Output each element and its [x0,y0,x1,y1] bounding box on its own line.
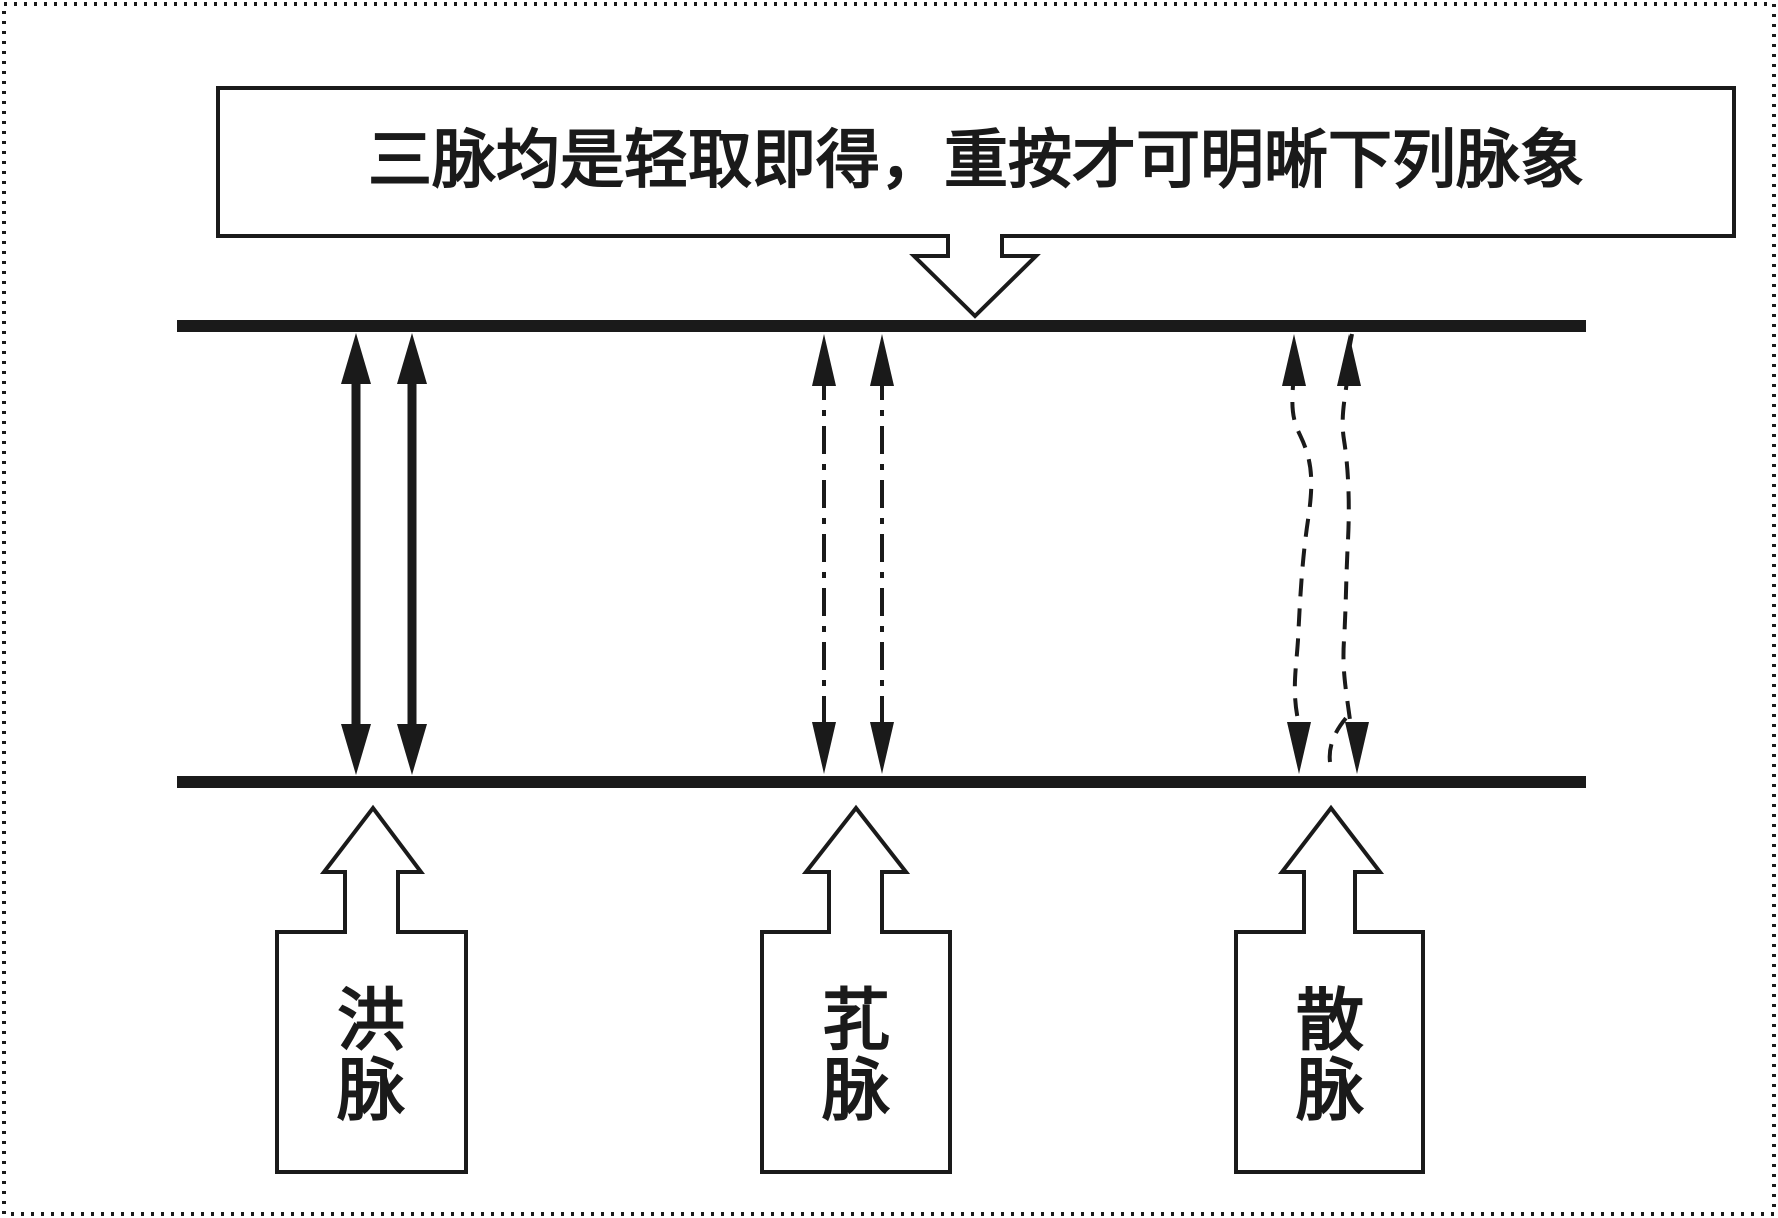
hong-label-box [275,804,468,1174]
san-arrow-left-line [1290,371,1314,721]
hong-arrow-left-down-head [341,724,371,775]
hong-label-char-2: 脉 [337,1051,406,1131]
kou-pulse-arrows [812,334,894,774]
kou-arrow-left-down-head [812,722,836,774]
hong-arrow-right-up-head [397,333,427,384]
hong-pulse-arrows [341,333,427,775]
san-arrow-right-line [1340,371,1352,721]
kou-label-box [760,804,952,1174]
kou-label-char-2: 脉 [822,1051,891,1131]
kou-label: 芤 脉 [760,804,952,1174]
kou-arrow-right-down-head [870,722,894,774]
san-label-char-2: 脉 [1296,1051,1365,1131]
san-arrow-right-down-head [1345,722,1369,774]
san-label: 散 脉 [1234,804,1425,1174]
hong-arrow-left-up-head [341,333,371,384]
hong-arrow-right-down-head [397,724,427,775]
kou-arrow-right-up-head [870,334,894,386]
san-arrow-extra-segments [1327,333,1354,763]
title-box-with-down-arrow [216,86,1736,319]
kou-arrow-left-up-head [812,334,836,386]
kou-label-char-1: 芤 [822,981,890,1061]
hong-label-char-1: 洪 [337,981,405,1061]
san-label-box [1234,804,1425,1174]
title-text: 三脉均是轻取即得，重按才可明晰下列脉象 [368,123,1584,198]
hong-label: 洪 脉 [275,804,468,1174]
san-arrow-left-down-head [1287,722,1311,774]
san-arrow-right-up-head [1337,334,1361,386]
san-arrow-left-up-head [1282,334,1306,386]
san-pulse-arrows [1282,333,1369,774]
san-label-char-1: 散 [1296,981,1364,1061]
